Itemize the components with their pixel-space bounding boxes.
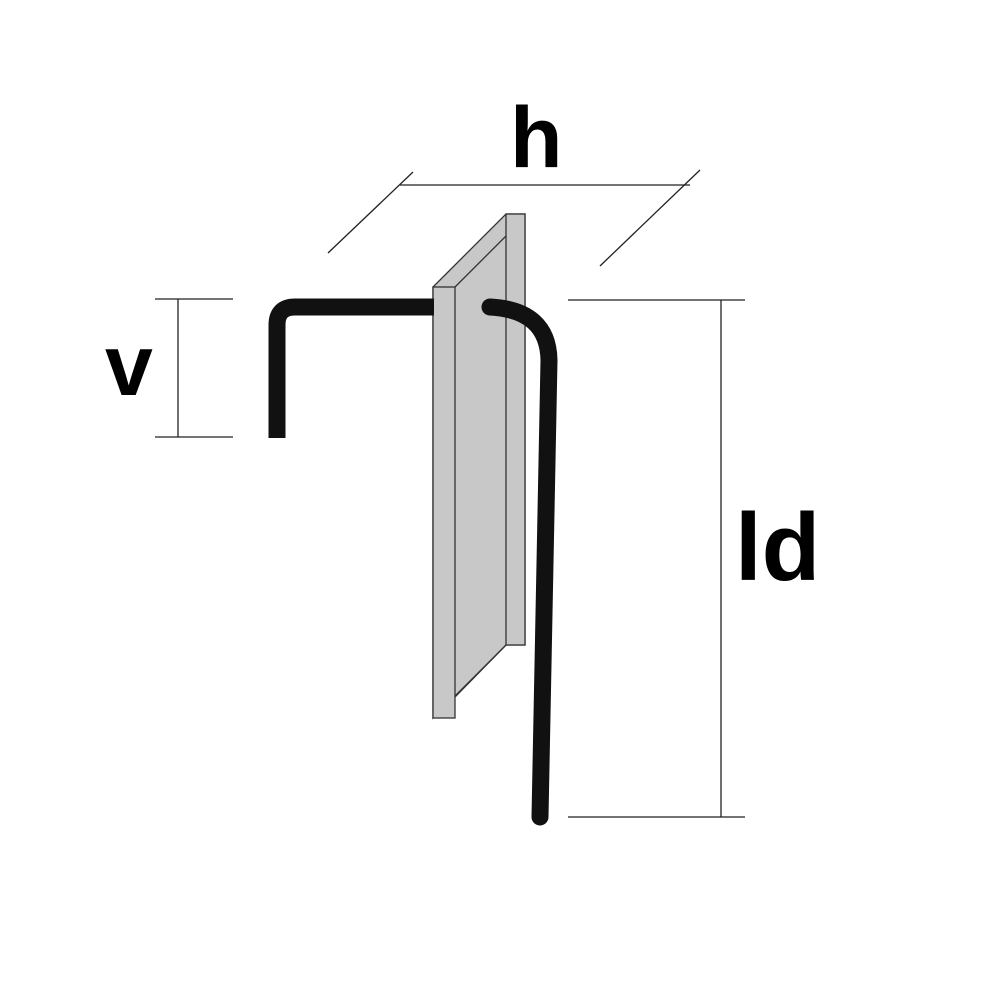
- dimension-ld: [568, 299, 745, 818]
- plate: [432, 213, 526, 720]
- bent-bar-left: [268, 298, 434, 438]
- dimension-h: [327, 169, 701, 267]
- dimension-v: [155, 298, 233, 438]
- label-ld: ld: [735, 494, 820, 601]
- label-v: v: [105, 318, 153, 414]
- label-h: h: [510, 90, 563, 186]
- bent-bar-right: [481, 298, 558, 826]
